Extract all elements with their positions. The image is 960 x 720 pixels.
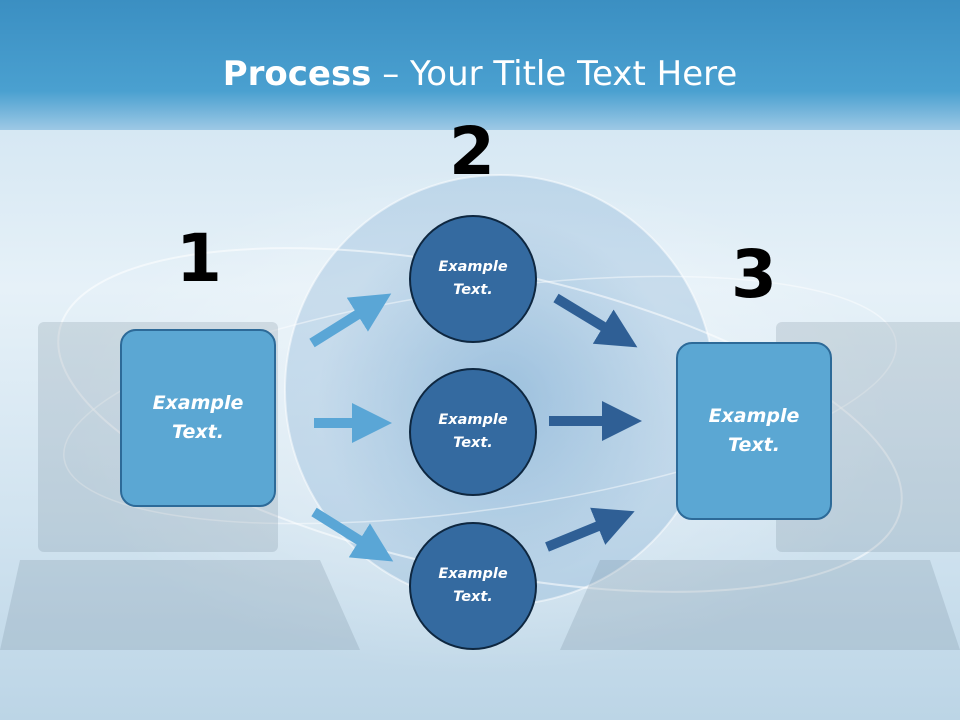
step-2-circle-bottom: Example Text. xyxy=(409,522,537,650)
step-3-number: 3 xyxy=(731,236,777,313)
arrow-top-to-3 xyxy=(553,293,638,348)
step-2-circle-middle: Example Text. xyxy=(409,368,537,496)
title-strong: Process xyxy=(222,54,372,94)
step-2-circle-top: Example Text. xyxy=(409,215,537,343)
title-bar xyxy=(0,0,960,130)
step-1-box: Example Text. xyxy=(120,329,276,507)
step-3-text: Example Text. xyxy=(708,405,800,456)
circle-middle-text: Example Text. xyxy=(438,412,508,451)
slide-title: Process – Your Title Text Here xyxy=(0,52,960,96)
circle-top-text: Example Text. xyxy=(438,259,508,298)
arrow-bottom-to-3 xyxy=(545,507,635,552)
arrow-1-to-top xyxy=(309,293,392,348)
circle-bottom-text: Example Text. xyxy=(438,566,508,605)
step-2-number: 2 xyxy=(449,113,495,190)
step-1-number: 1 xyxy=(176,220,222,297)
step-1-text: Example Text. xyxy=(152,392,244,443)
step-3-box: Example Text. xyxy=(676,342,832,520)
title-rest: – Your Title Text Here xyxy=(371,54,738,94)
arrow-1-to-bottom xyxy=(311,507,394,562)
